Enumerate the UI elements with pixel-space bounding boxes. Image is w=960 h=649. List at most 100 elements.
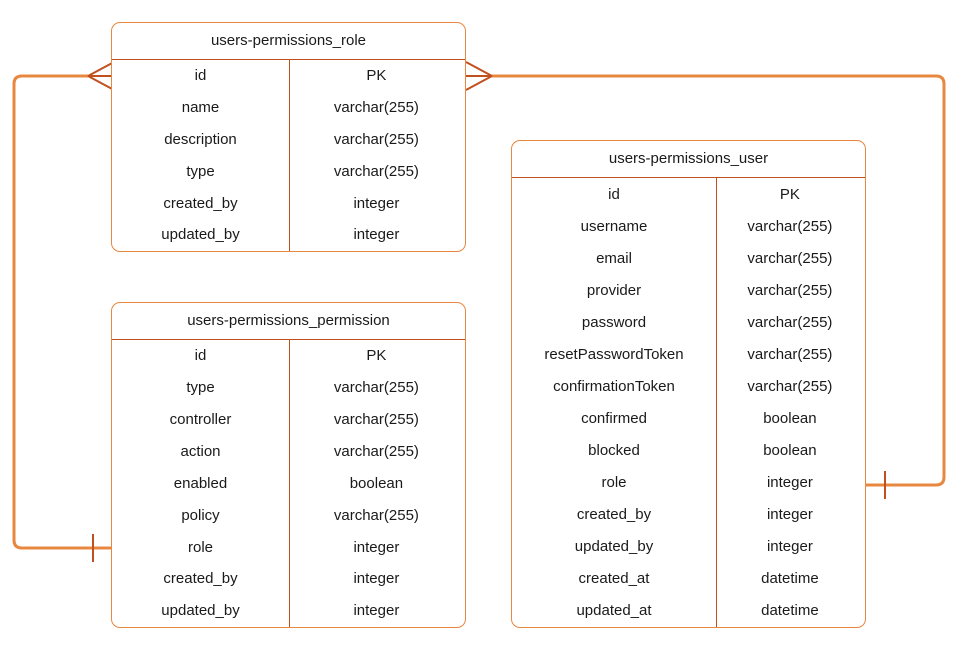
entity-field-row[interactable]: resetPasswordToken varchar(255) xyxy=(512,338,865,370)
relationship-connector[interactable] xyxy=(12,61,115,562)
field-type: varchar(255) xyxy=(747,217,833,235)
entity-field-row[interactable]: controller varchar(255) xyxy=(112,404,465,436)
field-type: PK xyxy=(779,185,800,203)
entity-field-row[interactable]: username varchar(255) xyxy=(512,210,865,242)
field-type: integer xyxy=(353,538,400,556)
column-divider xyxy=(289,340,290,627)
entity-field-row[interactable]: confirmed boolean xyxy=(512,402,865,434)
field-name: updated_by xyxy=(574,538,654,556)
entity-field-row[interactable]: blocked boolean xyxy=(512,434,865,466)
field-type: datetime xyxy=(761,570,819,588)
field-type: varchar(255) xyxy=(747,281,833,299)
field-name: created_at xyxy=(578,570,650,588)
field-name: confirmed xyxy=(581,409,647,427)
field-name: created_by xyxy=(163,570,238,588)
field-type: integer xyxy=(353,194,400,212)
field-name: name xyxy=(181,99,220,117)
field-type: varchar(255) xyxy=(333,411,419,429)
field-type: varchar(255) xyxy=(747,313,833,331)
entity-field-row[interactable]: id PK xyxy=(112,60,465,92)
field-type: varchar(255) xyxy=(333,162,419,180)
field-type: varchar(255) xyxy=(333,443,419,460)
entity-field-row[interactable]: email varchar(255) xyxy=(512,242,865,274)
field-type: datetime xyxy=(761,602,819,620)
entity-field-list: id PK type varchar(255) controller varchar(25… xyxy=(112,340,465,627)
field-type: varchar(255) xyxy=(333,506,419,524)
column-divider xyxy=(716,178,717,627)
field-type: varchar(255) xyxy=(747,377,833,395)
entity-field-row[interactable]: created_by integer xyxy=(112,187,465,219)
field-name: id xyxy=(194,347,207,365)
entity-field-row[interactable]: type varchar(255) xyxy=(112,372,465,404)
field-name: updated_at xyxy=(576,602,652,620)
field-type: varchar(255) xyxy=(747,249,833,267)
entity-field-row[interactable]: provider varchar(255) xyxy=(512,274,865,306)
entity-field-row[interactable]: created_by integer xyxy=(112,563,465,595)
field-name: email xyxy=(596,249,632,267)
field-type: varchar(255) xyxy=(333,130,419,148)
field-type: boolean xyxy=(349,474,404,492)
field-type: PK xyxy=(366,67,387,85)
entity-field-row[interactable]: updated_by integer xyxy=(512,531,865,563)
field-type: PK xyxy=(366,347,387,365)
entity-field-row[interactable]: updated_by integer xyxy=(112,595,465,627)
field-name: role xyxy=(187,538,213,556)
field-type: integer xyxy=(766,505,813,523)
entity-field-row[interactable]: role integer xyxy=(512,466,865,498)
field-name: enabled xyxy=(173,474,228,492)
field-name: username xyxy=(580,217,648,235)
field-name: created_by xyxy=(163,194,238,212)
entity-field-row[interactable]: created_at datetime xyxy=(512,563,865,595)
entity-field-row[interactable]: role integer xyxy=(112,531,465,563)
field-name: blocked xyxy=(588,441,640,459)
field-name: password xyxy=(581,313,647,331)
field-name: provider xyxy=(586,281,642,299)
entity-field-row[interactable]: name varchar(255) xyxy=(112,92,465,124)
entity-field-row[interactable]: enabled boolean xyxy=(112,467,465,499)
field-name: controller xyxy=(169,411,232,429)
column-divider xyxy=(289,60,290,251)
field-type: varchar(255) xyxy=(333,99,419,117)
connector-line xyxy=(12,74,111,550)
field-type: varchar(255) xyxy=(333,379,419,397)
entity-field-row[interactable]: password varchar(255) xyxy=(512,306,865,338)
field-name: type xyxy=(186,379,215,397)
field-name: role xyxy=(601,473,627,491)
field-name: type xyxy=(186,162,215,180)
entity-field-row[interactable]: updated_at datetime xyxy=(512,595,865,627)
entity-title: users-permissions_user xyxy=(512,141,865,178)
field-type: integer xyxy=(766,538,813,556)
entity-title: users-permissions_role xyxy=(112,23,465,60)
field-name: updated_by xyxy=(161,226,240,244)
entity-field-row[interactable]: id PK xyxy=(112,340,465,372)
field-name: created_by xyxy=(576,505,652,523)
entity-title: users-permissions_permission xyxy=(112,303,465,340)
field-name: id xyxy=(194,67,207,85)
entity-field-row[interactable]: type varchar(255) xyxy=(112,155,465,187)
field-type: varchar(255) xyxy=(747,345,833,363)
field-name: policy xyxy=(181,506,220,524)
entity-field-row[interactable]: policy varchar(255) xyxy=(112,499,465,531)
crowsfoot-marker xyxy=(465,61,493,91)
field-type: boolean xyxy=(763,441,817,459)
field-type: boolean xyxy=(763,409,817,427)
entity-field-list: id PK name varchar(255) description varchar(2… xyxy=(112,60,465,251)
field-name: description xyxy=(164,130,237,148)
entity-field-row[interactable]: created_by integer xyxy=(512,498,865,530)
field-type: integer xyxy=(353,570,400,588)
field-name: resetPasswordToken xyxy=(544,345,684,363)
entity-field-row[interactable]: confirmationToken varchar(255) xyxy=(512,370,865,402)
field-name: updated_by xyxy=(161,602,240,620)
entity-field-row[interactable]: description varchar(255) xyxy=(112,124,465,156)
field-name: confirmationToken xyxy=(553,377,675,395)
field-type: integer xyxy=(353,602,400,620)
field-type: integer xyxy=(766,473,813,491)
